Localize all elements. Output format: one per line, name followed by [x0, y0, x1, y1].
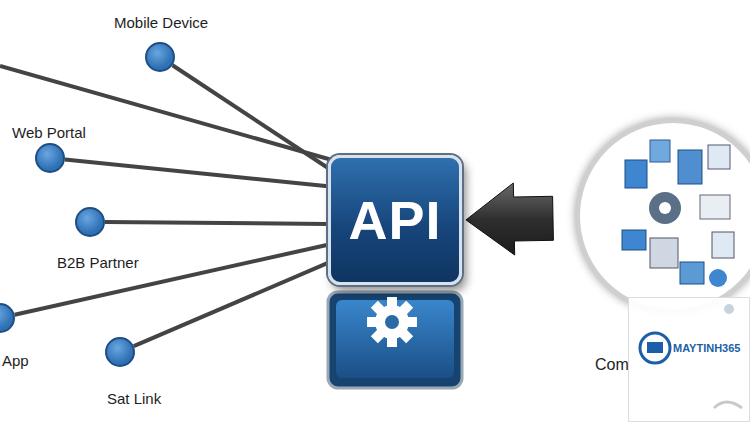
connector-line: [134, 263, 328, 346]
node-label: Com: [595, 356, 629, 374]
connector-line: [65, 160, 328, 187]
connector-line: [105, 222, 328, 224]
watermark-logo: [629, 298, 750, 422]
watermark-text: MAYTINH365: [673, 342, 740, 354]
endpoint-circle: Sat Link: [105, 337, 135, 367]
connector-line: [15, 245, 328, 315]
watermark-box: MAYTINH365: [628, 297, 750, 422]
endpoint-circle: Web Portal: [35, 143, 65, 173]
node-label: Web Portal: [12, 124, 86, 141]
endpoint-circle: B2B Partner: [75, 207, 105, 237]
node-label: Sat Link: [107, 390, 161, 407]
api-title: API: [348, 189, 441, 251]
endpoint-circle: Mobile Device: [145, 42, 175, 72]
node-label: B2B Partner: [57, 254, 139, 271]
api-box: API: [328, 155, 462, 285]
node-label: Mobile Device: [114, 14, 208, 31]
block-arrow: [466, 183, 553, 255]
node-label: App: [2, 352, 29, 369]
endpoint-circle: App: [0, 303, 15, 333]
gear-box: [328, 292, 462, 388]
connector-line: [173, 65, 328, 168]
components-circle: Com: [575, 118, 750, 314]
